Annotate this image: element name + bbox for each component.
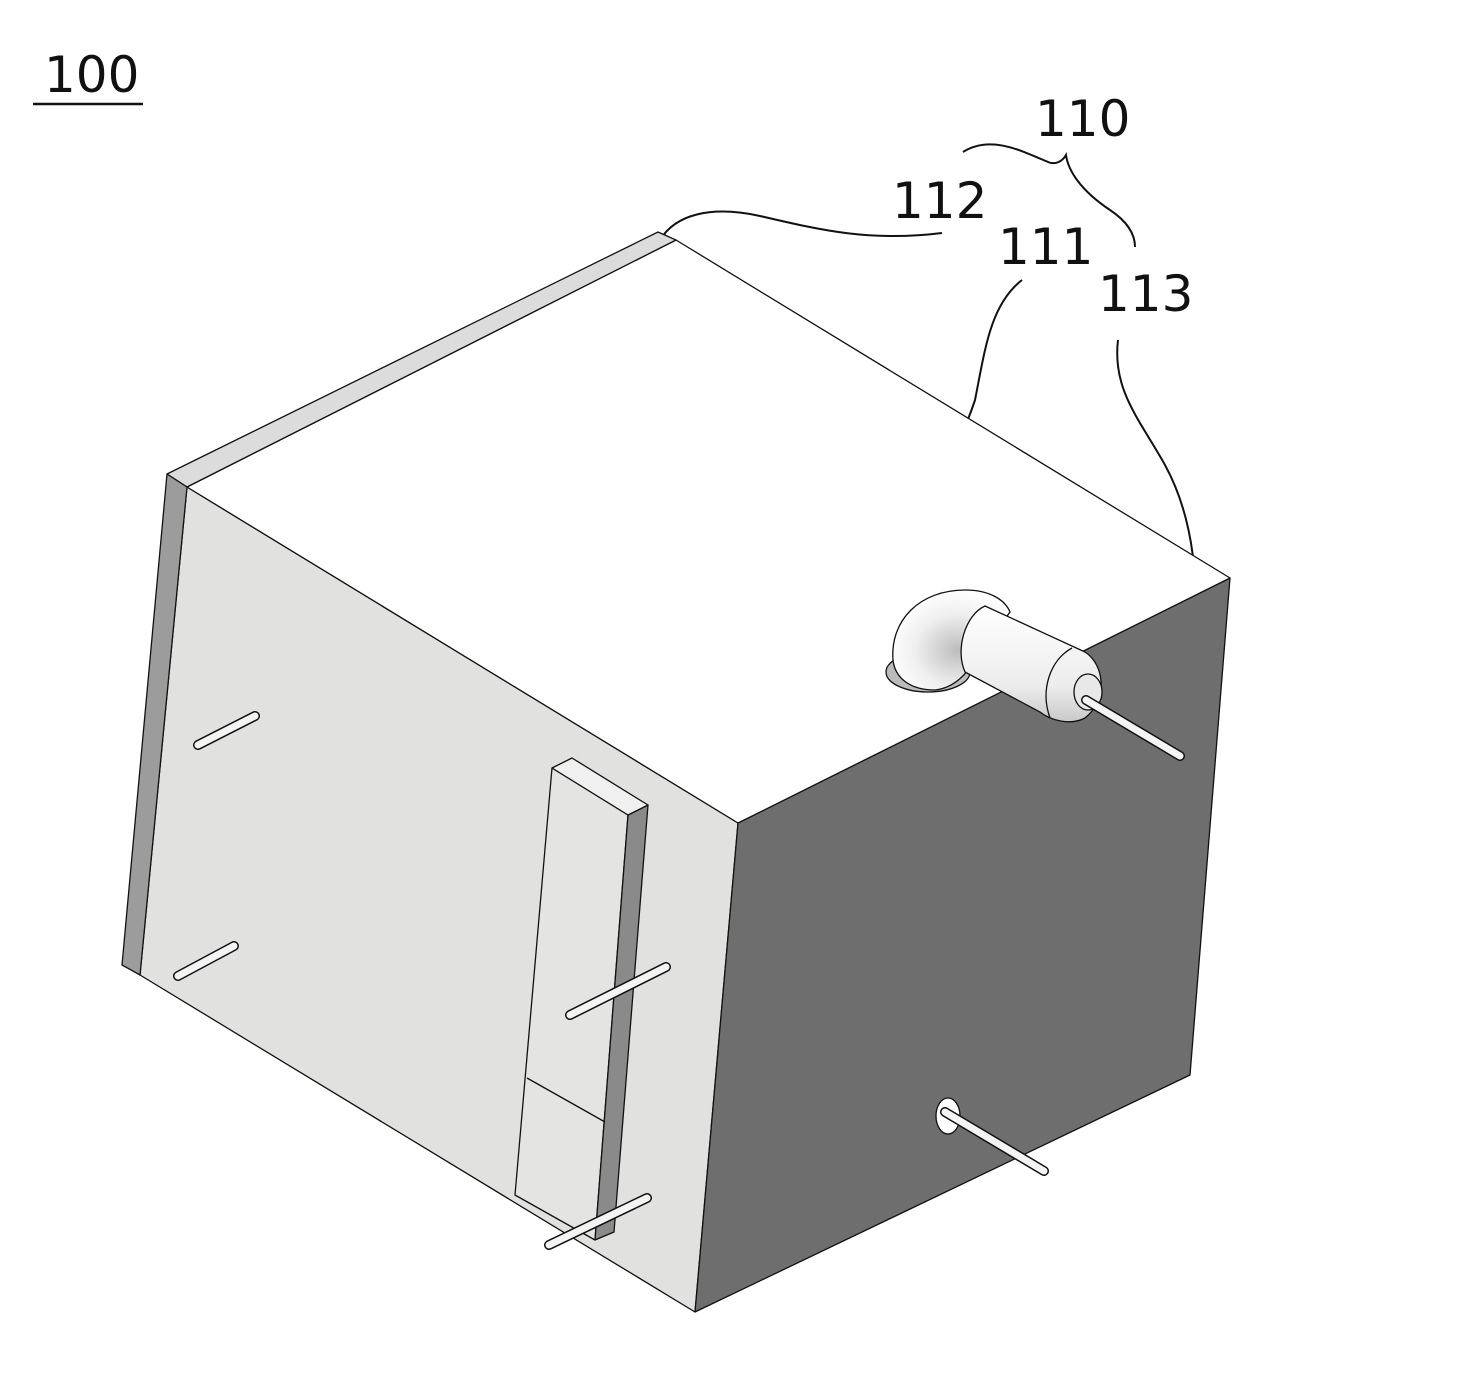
pin [935,1097,1049,1176]
vertical-bar [514,757,649,1241]
main-body [121,231,1231,1313]
pin [544,1193,652,1250]
pin [173,941,239,981]
pins [173,711,1049,1250]
brace-110 [962,143,1136,248]
label-112: 112 [892,172,987,230]
label-100: 100 [44,46,139,104]
leader-112 [659,210,943,241]
label-110: 110 [1035,90,1130,148]
elbow-pipe [885,589,1185,761]
side-strip [121,473,188,976]
pin [193,711,260,750]
label-111: 111 [998,218,1093,276]
pin [565,962,671,1020]
label-113: 113 [1098,265,1193,323]
